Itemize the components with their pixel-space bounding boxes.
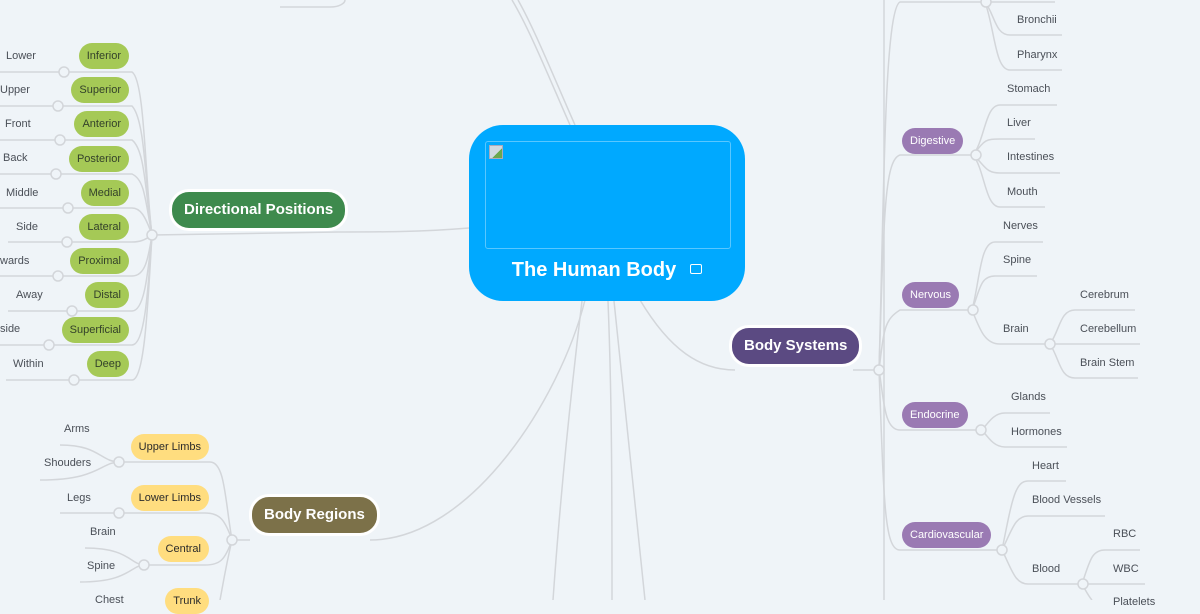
central-image-placeholder [485, 141, 731, 249]
leaf-legs[interactable]: Legs [67, 492, 91, 504]
leaf-arms[interactable]: Arms [64, 423, 90, 435]
leaf-glands[interactable]: Glands [1011, 391, 1046, 403]
subtopic-anterior[interactable]: Anterior [74, 111, 129, 137]
subtopic-cardiovascular[interactable]: Cardiovascular [902, 522, 992, 548]
broken-image-icon [489, 145, 503, 159]
topic-directional-positions[interactable]: Directional Positions [169, 189, 349, 231]
subtopic-inferior[interactable]: Inferior [78, 43, 129, 69]
subtopic-superior[interactable]: Superior [71, 77, 129, 103]
leaf-stomach[interactable]: Stomach [1007, 83, 1051, 95]
topic-body-regions[interactable]: Body Regions [249, 494, 380, 536]
leaf-cerebrum[interactable]: Cerebrum [1080, 289, 1129, 301]
leaf-outside[interactable]: side [0, 323, 21, 335]
leaf-cerebellum[interactable]: Cerebellum [1080, 323, 1137, 335]
subtopic-digestive[interactable]: Digestive [902, 128, 964, 154]
subtopic-trunk[interactable]: Trunk [165, 588, 209, 614]
leaf-back[interactable]: Back [3, 152, 28, 164]
leaf-pharynx[interactable]: Pharynx [1017, 49, 1058, 61]
leaf-shoulders[interactable]: Shouders [44, 457, 92, 469]
subtopic-upper-limbs[interactable]: Upper Limbs [130, 434, 209, 460]
leaf-liver[interactable]: Liver [1007, 117, 1031, 129]
subtopic-lateral[interactable]: Lateral [79, 214, 129, 240]
leaf-upper[interactable]: Upper [0, 84, 30, 96]
leaf-brain-nervous[interactable]: Brain [1003, 323, 1029, 335]
leaf-intestines[interactable]: Intestines [1007, 151, 1055, 163]
leaf-within[interactable]: Within [13, 358, 44, 370]
subtopic-superficial[interactable]: Superficial [61, 317, 129, 343]
leaf-blood[interactable]: Blood [1032, 563, 1061, 575]
subtopic-medial[interactable]: Medial [80, 180, 129, 206]
hub-circles [43, 0, 1089, 590]
leaf-nerves[interactable]: Nerves [1003, 220, 1038, 232]
leaf-hormones[interactable]: Hormones [1011, 426, 1062, 438]
central-topic[interactable]: The Human Body [469, 125, 745, 301]
connector-lines [0, 0, 1145, 600]
leaf-wbc[interactable]: WBC [1113, 563, 1139, 575]
leaf-spine[interactable]: Spine [87, 560, 116, 572]
leaf-brain[interactable]: Brain [90, 526, 116, 538]
leaf-rbc[interactable]: RBC [1113, 528, 1137, 540]
image-icon[interactable] [690, 263, 703, 274]
topic-body-systems[interactable]: Body Systems [729, 325, 863, 367]
leaf-bronchii[interactable]: Bronchii [1017, 14, 1057, 26]
leaf-towards[interactable]: wards [0, 255, 30, 267]
leaf-brain-stem[interactable]: Brain Stem [1080, 357, 1135, 369]
subtopic-distal[interactable]: Distal [85, 282, 129, 308]
leaf-platelets[interactable]: Platelets [1113, 596, 1156, 608]
subtopic-lower-limbs[interactable]: Lower Limbs [130, 485, 209, 511]
leaf-away[interactable]: Away [16, 289, 43, 301]
leaf-side[interactable]: Side [16, 221, 39, 233]
subtopic-central[interactable]: Central [157, 536, 209, 562]
subtopic-proximal[interactable]: Proximal [70, 248, 129, 274]
subtopic-deep[interactable]: Deep [86, 351, 129, 377]
leaf-heart[interactable]: Heart [1032, 460, 1059, 472]
subtopic-posterior[interactable]: Posterior [68, 146, 129, 172]
subtopic-endocrine[interactable]: Endocrine [902, 402, 968, 428]
leaf-spine-nervous[interactable]: Spine [1003, 254, 1032, 266]
leaf-blood-vessels[interactable]: Blood Vessels [1032, 494, 1102, 506]
central-title: The Human Body [511, 259, 677, 281]
leaf-chest[interactable]: Chest [95, 594, 124, 606]
leaf-mouth[interactable]: Mouth [1007, 186, 1038, 198]
leaf-lower[interactable]: Lower [6, 50, 36, 62]
subtopic-nervous[interactable]: Nervous [902, 282, 959, 308]
leaf-front[interactable]: Front [5, 118, 31, 130]
leaf-middle[interactable]: Middle [6, 187, 39, 199]
